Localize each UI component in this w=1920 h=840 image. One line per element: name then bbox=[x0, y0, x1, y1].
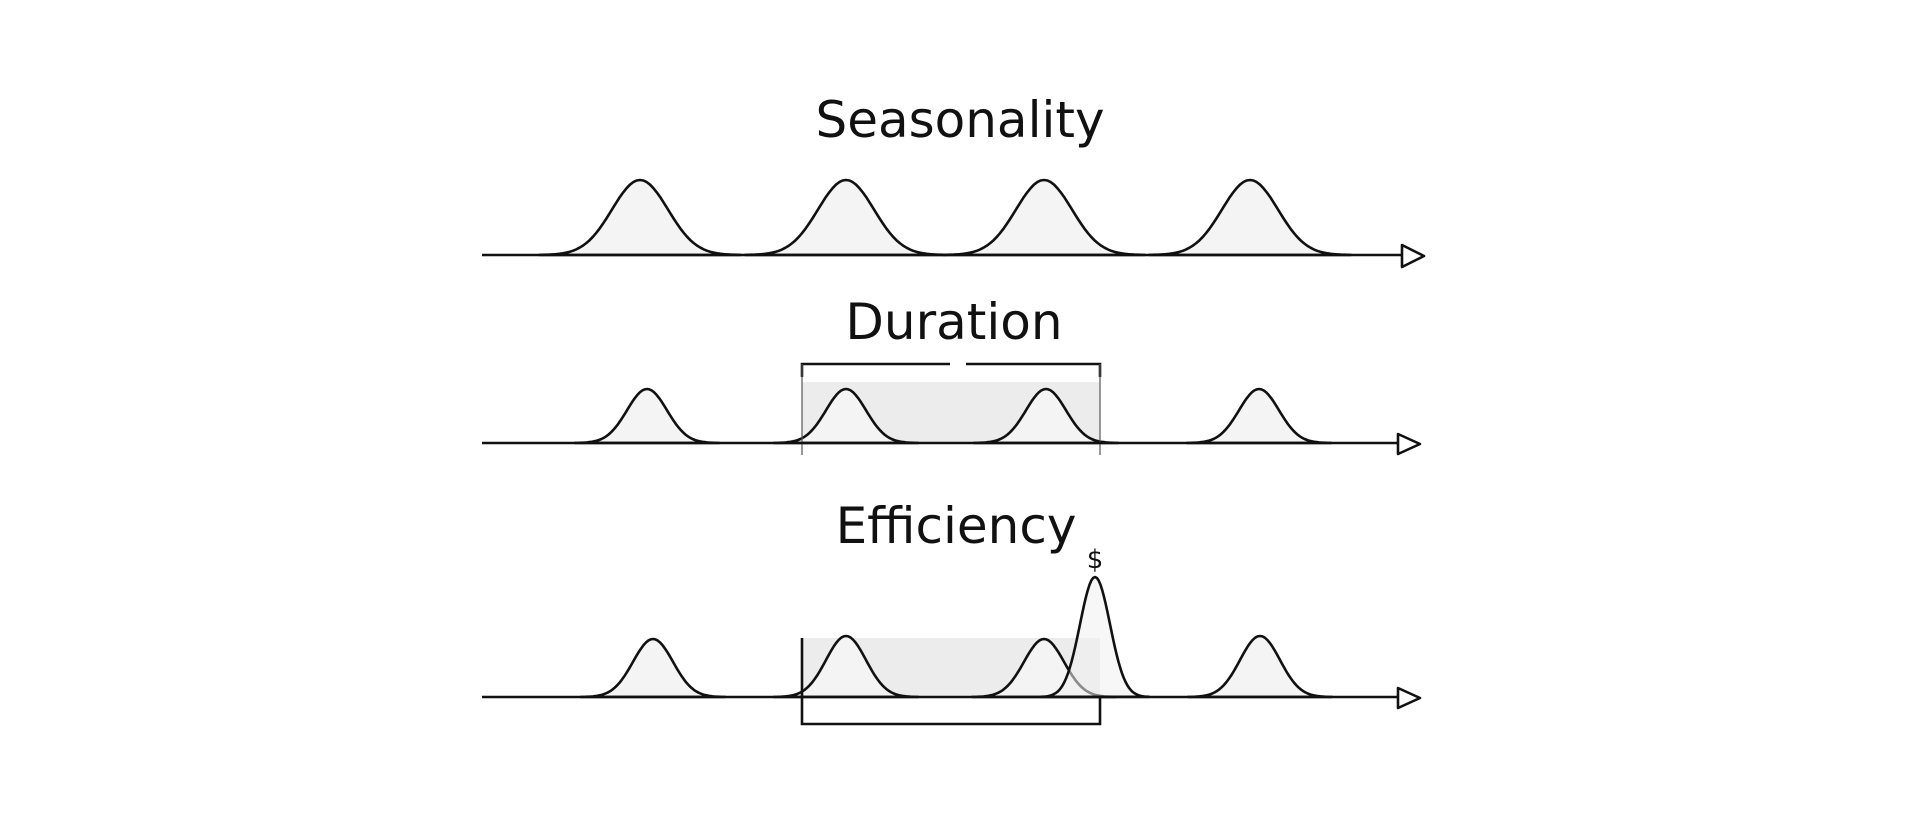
seasonality-peaks bbox=[537, 178, 1353, 257]
efficiency-peak-2 bbox=[772, 634, 920, 699]
seasonality-panel: Seasonality bbox=[482, 91, 1426, 269]
seasonality-title: Seasonality bbox=[815, 91, 1104, 149]
duration-peak-2 bbox=[772, 387, 920, 445]
duration-peak-1 bbox=[573, 387, 721, 445]
efficiency-bottom-bracket bbox=[800, 698, 1102, 726]
duration-panel: Duration bbox=[482, 293, 1422, 456]
efficiency-axis-arrow-icon bbox=[1396, 686, 1422, 710]
seasonality-peak-3 bbox=[941, 178, 1147, 257]
seasonality-peak-1 bbox=[537, 178, 743, 257]
duration-top-bracket bbox=[800, 362, 1102, 377]
duration-peak-3 bbox=[972, 387, 1120, 445]
seasonality-peak-2 bbox=[743, 178, 949, 257]
efficiency-spike-dollar-label: $ bbox=[1087, 545, 1104, 575]
duration-peak-4 bbox=[1185, 387, 1333, 445]
efficiency-spike-peak bbox=[1039, 575, 1151, 699]
duration-peaks bbox=[573, 387, 1333, 445]
efficiency-peak-4 bbox=[1186, 634, 1334, 699]
duration-axis-arrow-icon bbox=[1396, 432, 1422, 456]
duration-title: Duration bbox=[845, 293, 1062, 351]
seasonality-axis-arrow-icon bbox=[1400, 243, 1426, 269]
efficiency-title: Efficiency bbox=[836, 497, 1077, 555]
efficiency-peak-1 bbox=[579, 637, 727, 699]
efficiency-peaks bbox=[579, 575, 1334, 699]
efficiency-panel: Efficiency $ bbox=[482, 497, 1422, 726]
seasonality-peak-4 bbox=[1147, 178, 1353, 257]
